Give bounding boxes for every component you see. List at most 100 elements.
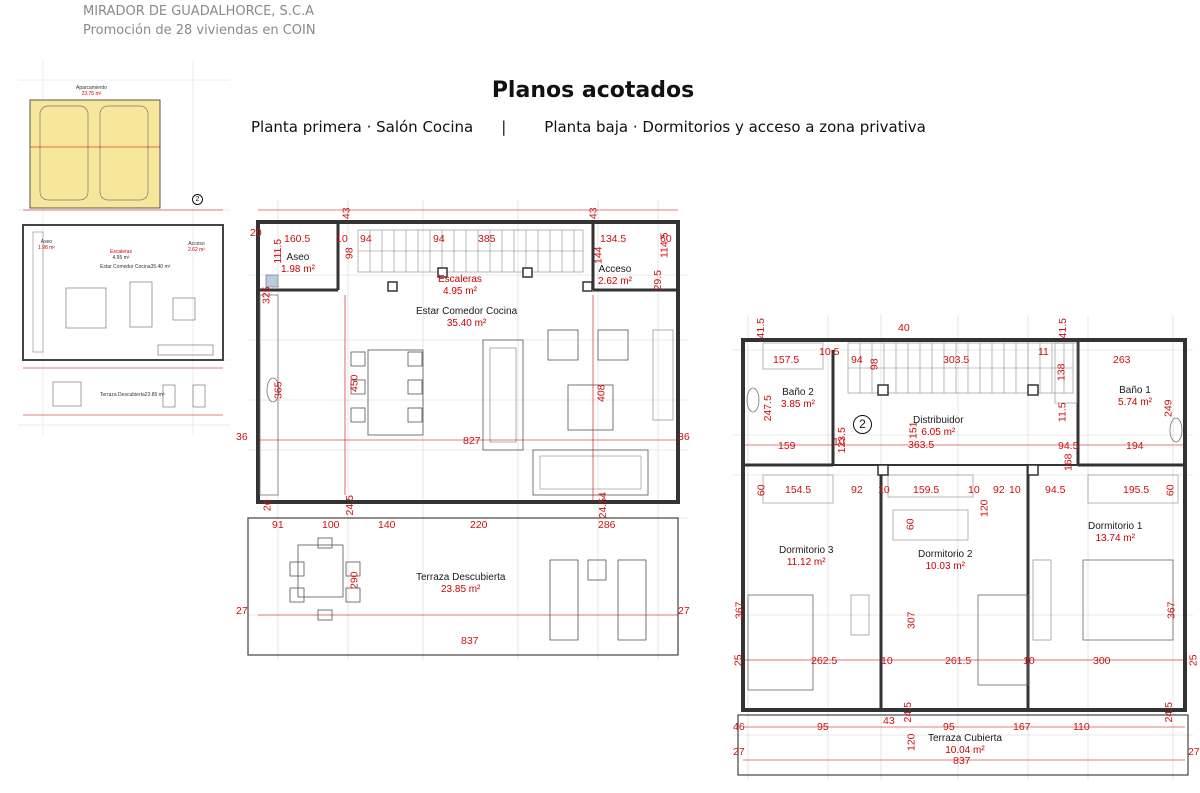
room-area: 23.85 m² <box>441 583 481 595</box>
dimension-label: 167 <box>1013 721 1031 733</box>
dimension-label: 27 <box>678 605 690 617</box>
thumb-room-estar: Estar Comedor Cocina35.40 m² <box>100 264 170 271</box>
room-name: Escaleras <box>438 274 482 285</box>
dimension-label: 36 <box>236 431 248 443</box>
dimension-label: 27 <box>733 746 745 758</box>
dimension-label: 157.5 <box>773 354 800 366</box>
dimension-label: 10 <box>1023 655 1035 667</box>
room-area: 35.40 m² <box>446 317 487 329</box>
dimension-label: 95 <box>943 721 955 733</box>
dimension-label: 10 <box>881 655 893 667</box>
dimension-label: 159 <box>778 440 796 452</box>
dimension-label: 94 <box>360 233 372 245</box>
dimension-label: 95 <box>817 721 829 733</box>
dimension-label: 365 <box>272 381 285 400</box>
dimension-label: 827 <box>463 435 481 447</box>
dimension-label: 40 <box>898 322 910 334</box>
room-name: Estar Comedor Cocina <box>416 306 518 317</box>
room-area: 6.05 m² <box>921 426 956 438</box>
company-name: MIRADOR DE GUADALHORCE, S.C.A <box>83 4 315 19</box>
dimension-label: 140 <box>378 519 396 531</box>
dimension-label: 154.5 <box>785 484 812 496</box>
dimension-label: 10 <box>833 436 845 448</box>
dimension-label: 195.5 <box>1123 484 1150 496</box>
dimension-label: 91 <box>272 519 284 531</box>
dimension-label: 92 <box>993 484 1005 496</box>
dimension-label: 60 <box>1164 484 1177 497</box>
dimension-label: 94.5 <box>1058 440 1079 452</box>
section-marker-thumb: 2 <box>192 194 203 205</box>
room-name: Dormitorio 2 <box>918 549 973 560</box>
dimension-label: 168 <box>1062 453 1075 472</box>
dimension-label: 160.5 <box>284 233 311 245</box>
dimension-label: 151 <box>907 421 920 440</box>
dimension-label: 111.5 <box>272 238 285 264</box>
room-name: Dormitorio 3 <box>779 545 834 556</box>
dimension-label: 325 <box>260 286 273 305</box>
subtitle-right: Planta baja · Dormitorios y acceso a zon… <box>544 118 926 136</box>
room-area: 4.95 m² <box>443 285 477 297</box>
dimension-label: 120 <box>905 733 918 752</box>
dimension-label: 10 <box>878 484 890 496</box>
dimension-label: 10 <box>968 484 980 496</box>
dimension-label: 408 <box>595 384 608 403</box>
dimension-label: 20 <box>250 227 262 239</box>
thumbnail-drawing <box>18 60 230 435</box>
room-area: 10.03 m² <box>925 560 965 572</box>
dimension-label: 138 <box>1055 363 1068 382</box>
subtitle-separator: | <box>501 118 507 136</box>
room-name: Escaleras <box>110 249 132 255</box>
room-area: 1.98 m² <box>38 244 55 251</box>
room-name: Terraza Descubierta <box>100 392 145 398</box>
dimension-label: 41.5 <box>1056 318 1069 339</box>
dimension-label: 262.5 <box>811 655 838 667</box>
dimension-label: 94 <box>433 233 445 245</box>
room-name: Estar Comedor Cocina <box>100 264 151 270</box>
dimension-label: 11 <box>1038 346 1049 358</box>
room-name: Distribuidor <box>913 415 964 426</box>
thumb-room-terraza: Terraza Descubierta23.85 m² <box>100 392 164 399</box>
dimension-label: 24.54 <box>596 492 609 519</box>
room-area: 4.95 m² <box>112 254 130 261</box>
dimension-label: 29.5 <box>651 270 664 291</box>
dimension-label: 36 <box>678 431 690 443</box>
dimension-label: 27 <box>1188 746 1200 758</box>
dimension-label: 261.5 <box>945 655 972 667</box>
dimension-label: 26 <box>261 499 274 512</box>
room-name: Aparcamiento <box>76 85 107 91</box>
room-name: Aseo <box>286 252 310 263</box>
dimension-label: 94 <box>851 354 863 366</box>
dimension-label: 249 <box>1162 399 1175 418</box>
room-name: Dormitorio 1 <box>1088 521 1143 532</box>
dimension-label: 300 <box>1093 655 1111 667</box>
dimension-label: 27 <box>236 605 248 617</box>
dimension-label: 194 <box>1126 440 1144 452</box>
subtitle-left: Planta primera · Salón Cocina <box>251 118 474 136</box>
dimension-label: 263 <box>1113 354 1131 366</box>
ground-floor-drawing <box>733 315 1193 780</box>
room-area: 11.12 m² <box>786 556 826 568</box>
dimension-label: 24.5 <box>901 702 914 723</box>
room-area: 5.74 m² <box>1118 396 1152 408</box>
room-area: 2.62 m² <box>188 246 205 253</box>
dimension-label: 114.5 <box>658 232 671 259</box>
dimension-label: 220 <box>470 519 488 531</box>
dimension-label: 10.5 <box>819 346 840 358</box>
dimension-label: 367 <box>1165 601 1178 620</box>
dimension-label: 144 <box>592 246 605 265</box>
dimension-label: 837 <box>461 635 479 647</box>
